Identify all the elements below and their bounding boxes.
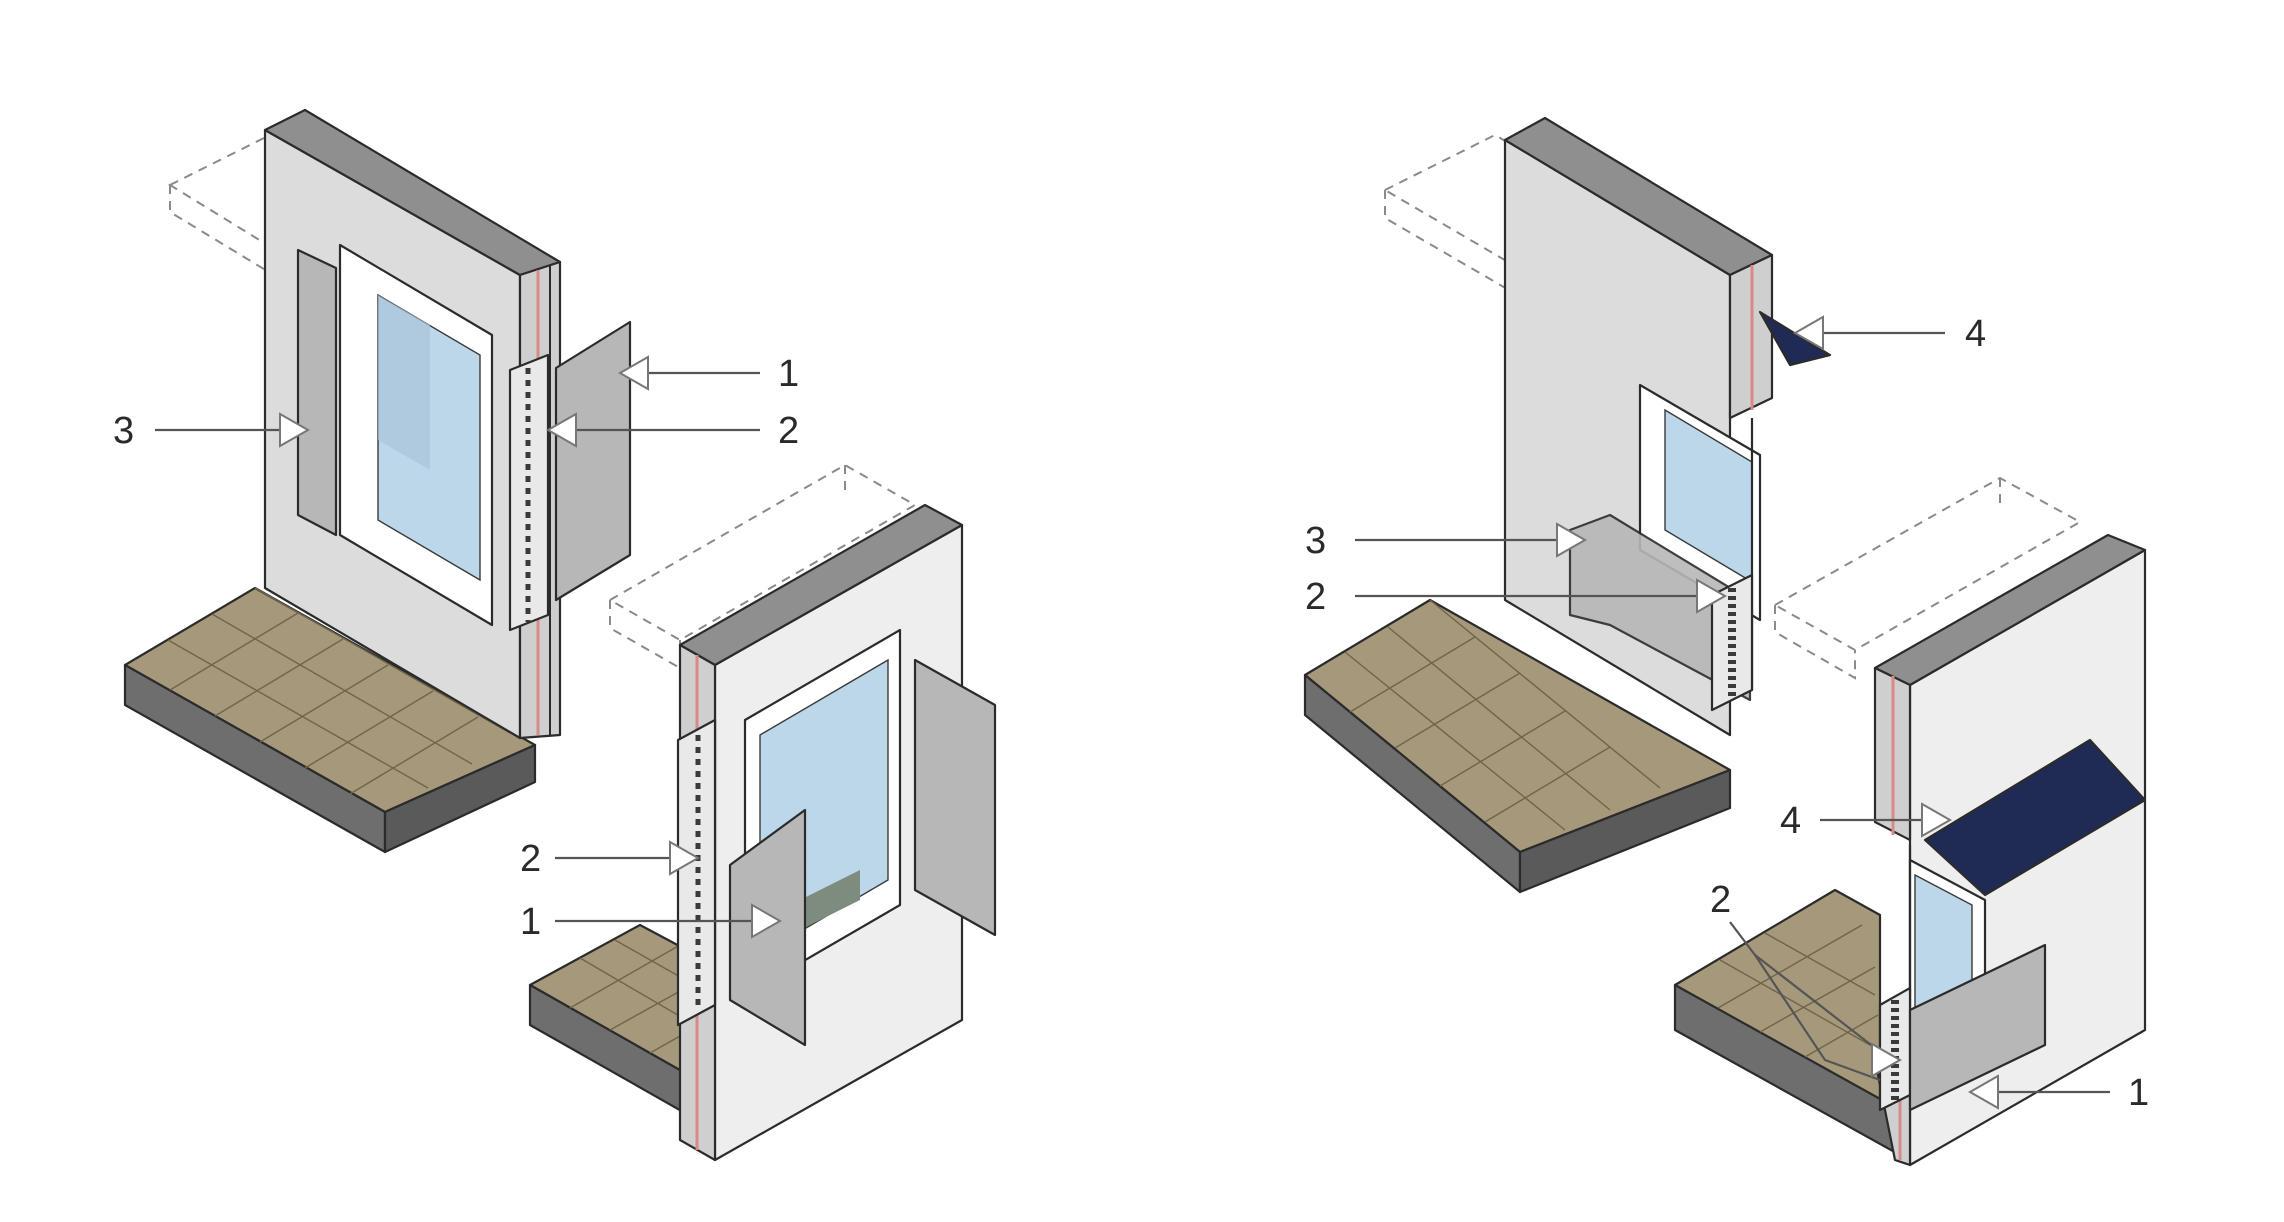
diagram-a-track (508, 353, 550, 632)
white-triangle-arrow-icon (1871, 1042, 1903, 1078)
diagram-d-callout-1: 1 (1967, 1072, 2149, 1114)
diagram-d-awning (1923, 738, 2147, 897)
white-triangle-arrow-icon (617, 355, 649, 391)
diagram-b-track (676, 718, 717, 1027)
diagram-c-shutter-3 (1568, 513, 1752, 702)
white-triangle-arrow-icon (545, 412, 577, 448)
diagram-a-shutter-1 (554, 320, 632, 602)
svg-text:2: 2 (1710, 879, 1731, 921)
svg-text:2: 2 (1305, 576, 1326, 618)
diagram-c-callout-2: 2 (1305, 576, 1728, 618)
diagram-b-floor (528, 923, 717, 1132)
white-triangle-arrow-icon (1696, 578, 1728, 614)
white-triangle-arrow-icon (1792, 315, 1824, 351)
white-triangle-arrow-icon (751, 903, 783, 939)
white-triangle-arrow-icon (1921, 802, 1953, 838)
svg-text:4: 4 (1780, 800, 1801, 842)
diagram-d-shutter-1 (1908, 943, 2047, 1112)
white-triangle-arrow-icon (279, 412, 311, 448)
svg-text:3: 3 (1305, 520, 1326, 562)
diagram-d-track (1878, 986, 1912, 1112)
svg-text:2: 2 (778, 410, 799, 452)
diagram-b-shutter-open (913, 658, 997, 937)
diagram-a-callout-3: 3 (113, 410, 311, 452)
svg-text:1: 1 (520, 901, 541, 943)
diagram-c-track (1710, 573, 1754, 712)
svg-text:1: 1 (778, 353, 799, 395)
diagram-b-dashed-slab (607, 463, 918, 670)
diagram-b-callout-1: 1 (520, 901, 783, 943)
diagram-d-callout-2: 2 (1710, 879, 1903, 1082)
diagram-d: 4 2 1 (1673, 476, 2149, 1167)
white-triangle-arrow-icon (1967, 1074, 1999, 1110)
diagram-c: 4 3 2 (1303, 116, 1986, 894)
diagram-a-callout-2: 2 (545, 410, 799, 452)
diagram-c-callout-3: 3 (1305, 520, 1588, 562)
diagram-d-floor (1673, 888, 1902, 1157)
diagram-c-floor (1303, 598, 1732, 894)
diagram-c-callout-4: 4 (1792, 313, 1986, 355)
svg-text:4: 4 (1965, 313, 1986, 355)
floor-tile-grid-icon (167, 587, 511, 795)
diagram-a-floor (123, 586, 537, 854)
diagram-b: 2 1 (520, 463, 997, 1162)
diagram-a-callout-1: 1 (617, 353, 799, 395)
floor-tile-grid-icon (1344, 599, 1661, 831)
svg-text:2: 2 (520, 838, 541, 880)
svg-text:3: 3 (113, 410, 134, 452)
diagram-a: 1 2 3 (113, 108, 799, 854)
svg-text:1: 1 (2128, 1072, 2149, 1114)
white-triangle-arrow-icon (1556, 522, 1588, 558)
white-triangle-arrow-icon (669, 840, 701, 876)
diagram-d-callout-4: 4 (1780, 800, 1953, 842)
diagram-a-window (338, 243, 494, 627)
diagram-a-shutter-3 (296, 248, 338, 537)
diagram-b-callout-2: 2 (520, 838, 701, 880)
